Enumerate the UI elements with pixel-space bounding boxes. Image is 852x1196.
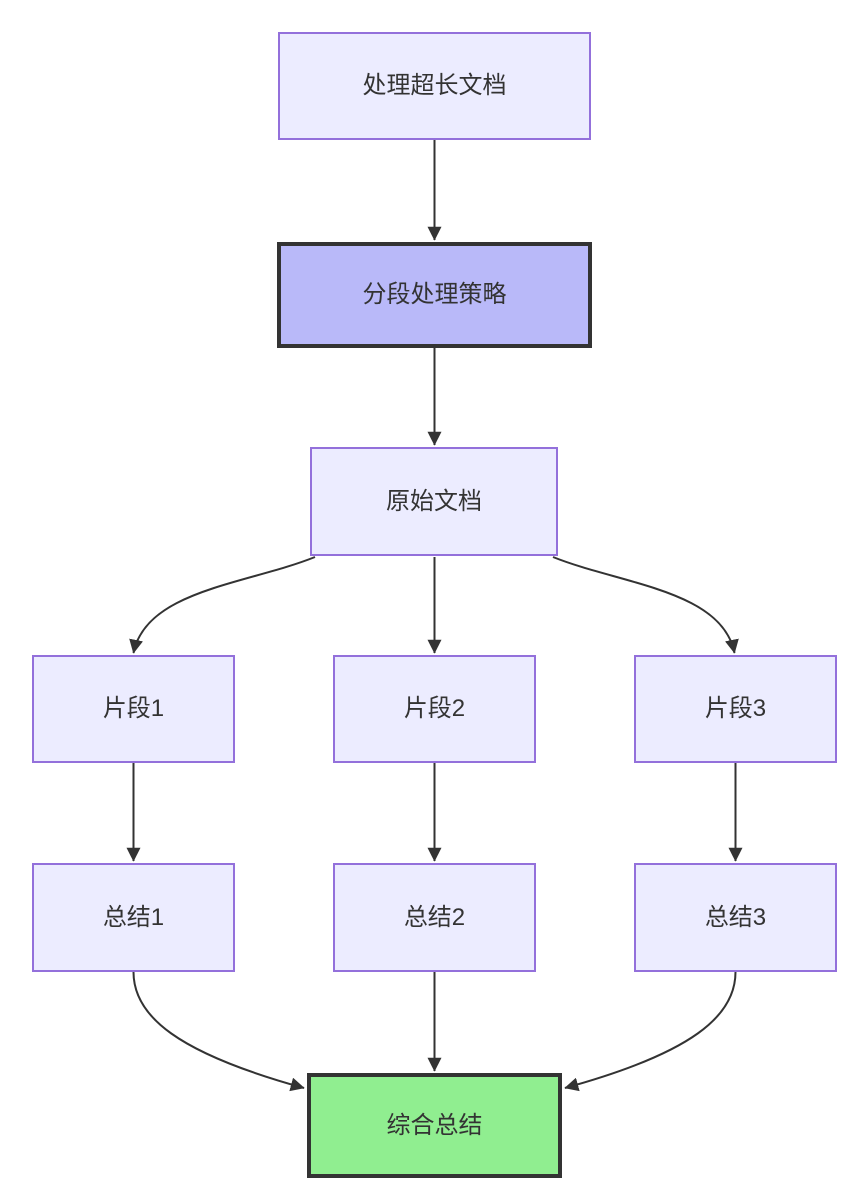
- node-segment1-label: 片段1: [102, 695, 165, 723]
- node-summary3-label: 总结3: [704, 903, 767, 931]
- edge-summary3-to-final: [564, 971, 737, 1092]
- node-original-doc: 原始文档: [310, 447, 558, 556]
- node-segment2: 片段2: [333, 655, 536, 763]
- edge-original-to-segment1: [129, 556, 316, 654]
- node-process-long-doc: 处理超长文档: [278, 32, 591, 140]
- node-segment3-label: 片段3: [704, 695, 767, 723]
- node-segmentation-strategy: 分段处理策略: [277, 242, 592, 348]
- node-segment1: 片段1: [32, 655, 235, 763]
- edge-original-to-segment3: [552, 556, 739, 654]
- node-summary3: 总结3: [634, 863, 837, 972]
- node-segmentation-strategy-label: 分段处理策略: [362, 281, 507, 309]
- node-summary1: 总结1: [32, 863, 235, 972]
- node-summary2-label: 总结2: [403, 903, 466, 931]
- node-process-long-doc-label: 处理超长文档: [362, 72, 507, 100]
- node-final-summary: 综合总结: [307, 1073, 562, 1178]
- node-segment3: 片段3: [634, 655, 837, 763]
- node-segment2-label: 片段2: [403, 695, 466, 723]
- node-original-doc-label: 原始文档: [386, 487, 482, 515]
- node-final-summary-label: 综合总结: [386, 1111, 483, 1139]
- node-summary1-label: 总结1: [102, 903, 165, 931]
- edge-summary1-to-final: [132, 971, 305, 1092]
- node-summary2: 总结2: [333, 863, 536, 972]
